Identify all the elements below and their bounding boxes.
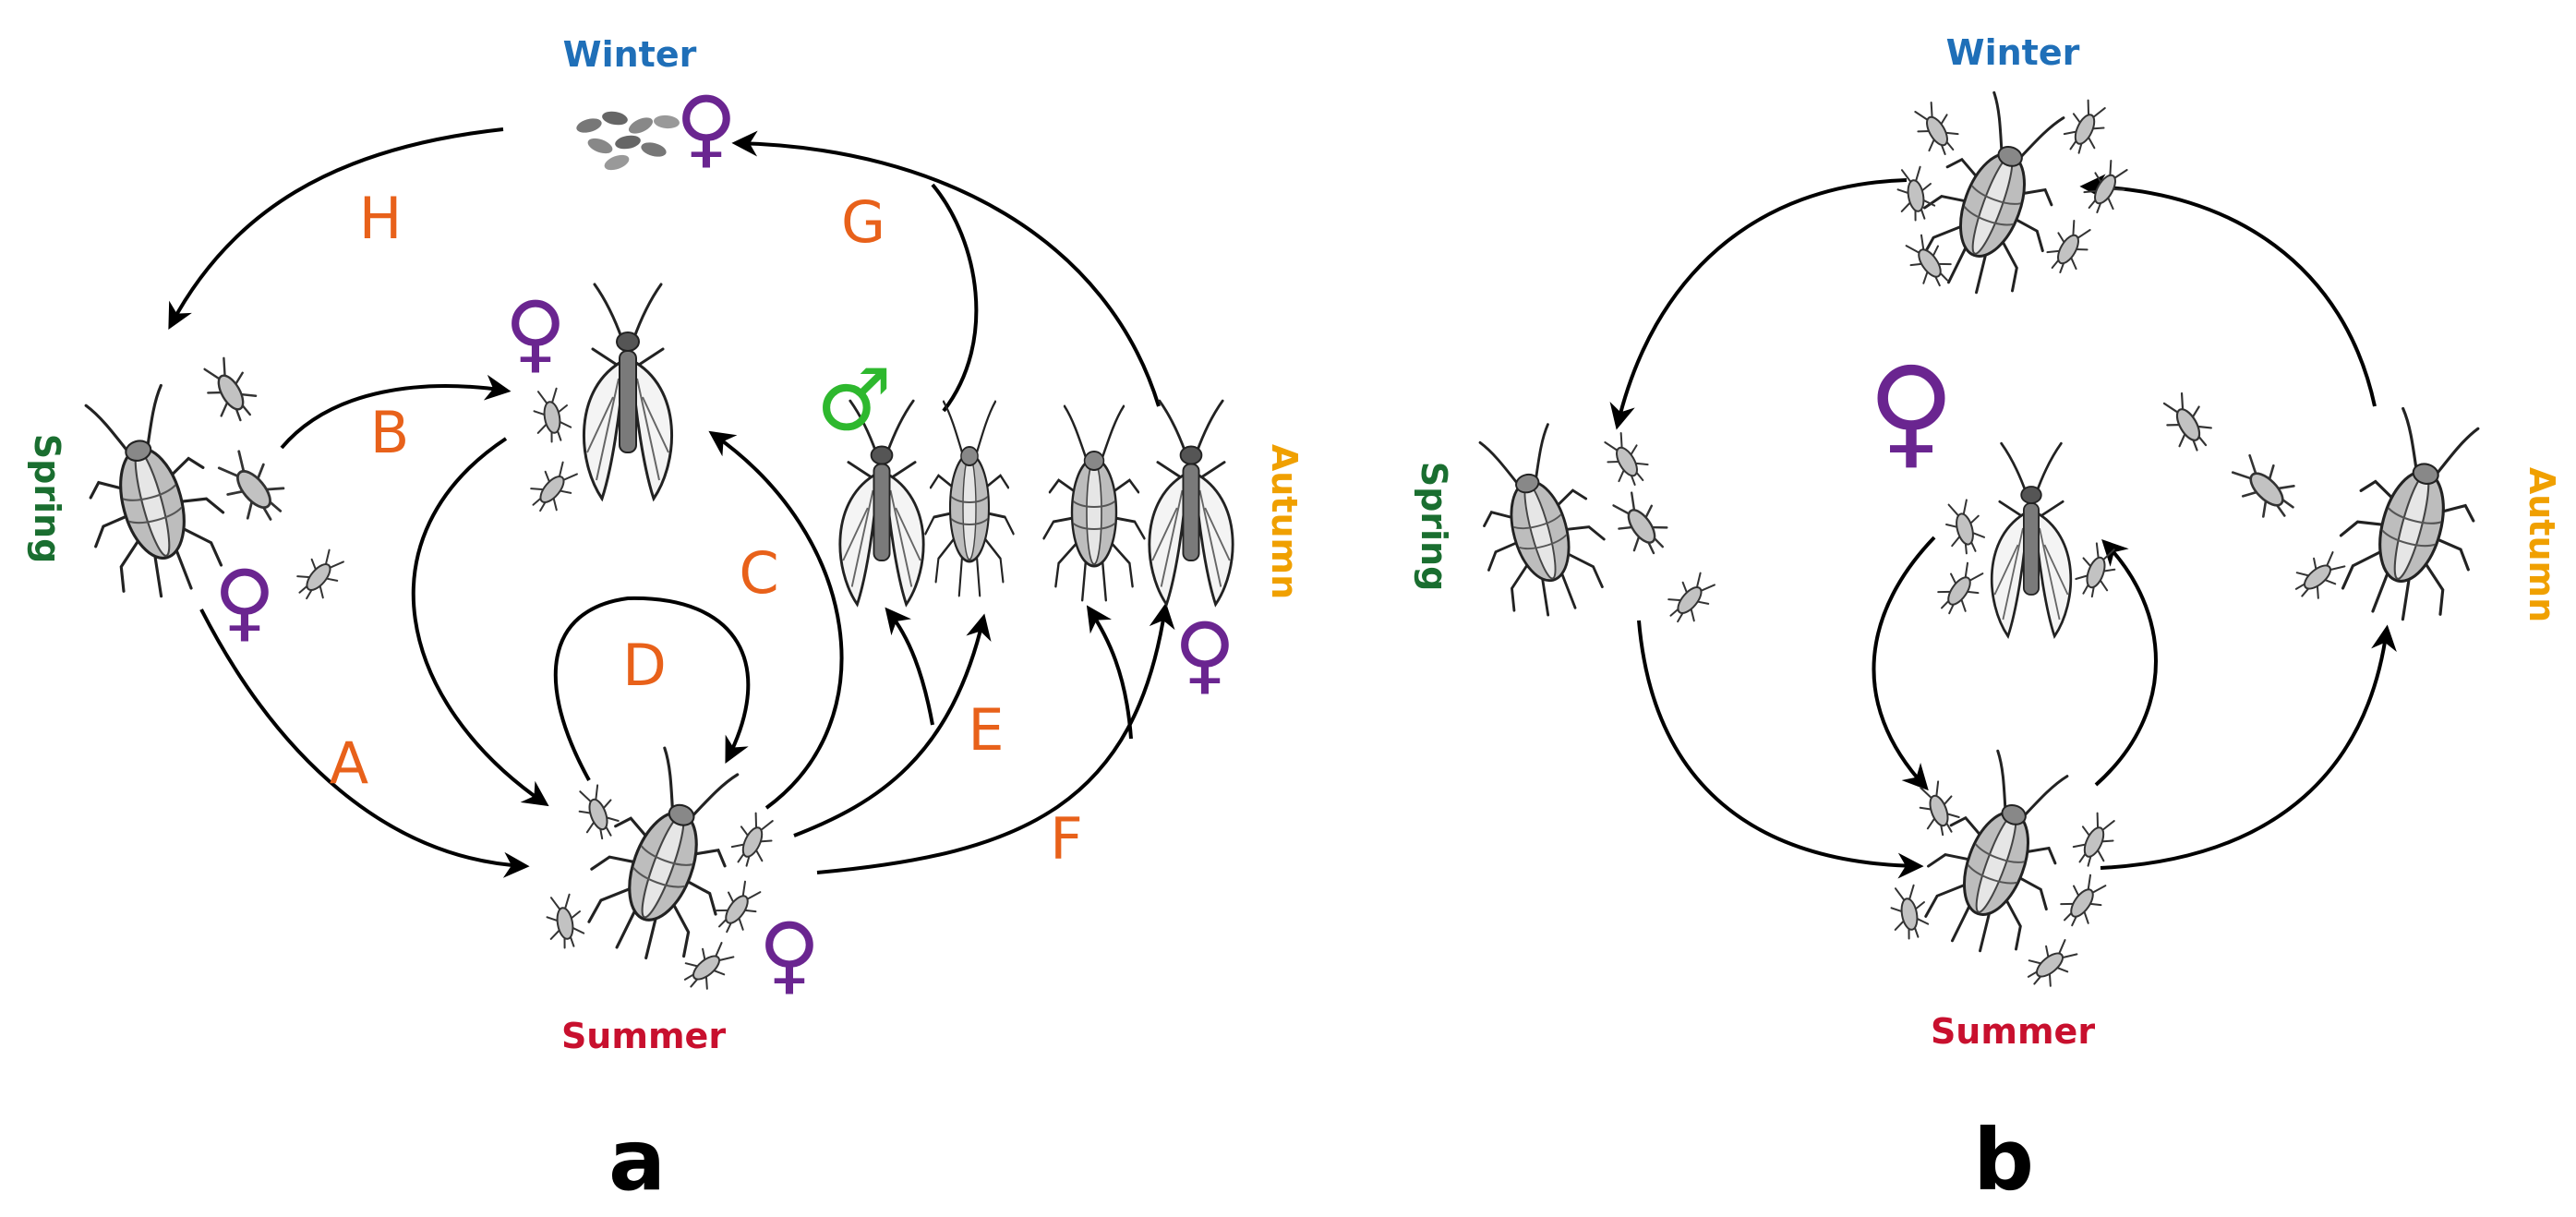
spring-nymph-b1 (1597, 428, 1655, 492)
panel-a-sex-symbols: ♀ ♀ ♀ ♀ ♀ ♂ (213, 78, 1235, 1004)
season-summer-a: Summer (561, 1016, 726, 1056)
summer-nymph-2 (726, 809, 780, 873)
spring-nymph-b2 (1605, 486, 1676, 563)
path-letter-d: D (622, 632, 667, 699)
season-winter-a: Winter (563, 34, 697, 75)
arrow-inner-down-b (1872, 536, 1936, 791)
arrow-e-branch (885, 607, 934, 726)
autumn-gynopara-aphid (1148, 399, 1234, 606)
overwintering-eggs (574, 109, 680, 174)
spring-aphid-b (1454, 416, 1621, 629)
arrow-a (199, 608, 530, 878)
panel-b-seasons: Winter Spring Summer Autumn (1414, 32, 2562, 1052)
panel-b-insects (1454, 82, 2506, 994)
autumn-male-aphid (923, 400, 1016, 597)
season-spring-b: Spring (1414, 462, 1454, 592)
season-summer-b: Summer (1931, 1011, 2095, 1052)
mid-nymph-b1 (2156, 388, 2219, 458)
winged-nymph-2 (523, 456, 584, 520)
spring-nymph-2 (210, 443, 295, 532)
panel-label-b: b (1973, 1111, 2034, 1210)
summer-aphid (568, 737, 764, 977)
summer-nymph-b1 (1912, 777, 1964, 840)
arrow-winter-spring-b (1609, 178, 1908, 430)
arrow-d (553, 596, 751, 781)
panel-label-a: a (608, 1111, 666, 1210)
winter-nymph-b6 (2040, 216, 2098, 280)
path-letter-f: F (1050, 805, 1083, 873)
female-symbol-b: ♀ (1867, 341, 1955, 481)
panel-a-arrows (168, 127, 1175, 878)
arrow-b (280, 374, 512, 450)
path-letter-c: C (739, 539, 778, 607)
female-symbol-spring-a: ♀ (213, 552, 275, 651)
season-winter-b: Winter (1946, 32, 2080, 73)
path-letter-g: G (841, 188, 885, 256)
arrow-f-branch (1086, 605, 1133, 740)
summer-nymph-b5 (2019, 933, 2083, 994)
center-nymph-b3 (2071, 539, 2123, 602)
summer-nymph-b2 (2067, 809, 2122, 873)
winter-nymph-b3 (1894, 164, 1938, 223)
panel-a: Winter Spring Summer Autumn H B A D C E … (27, 34, 1305, 1210)
winter-nymph-b1 (1908, 98, 1965, 162)
arrow-c (708, 430, 844, 810)
winged-nymph-1 (530, 386, 574, 445)
female-symbol-spring-winged-a: ♀ (504, 283, 566, 382)
summer-aphid-b (1906, 741, 2093, 970)
center-winged-aphid-b (1990, 441, 2073, 638)
mid-nymph-b3 (2287, 545, 2351, 607)
arrow-f-main (816, 602, 1175, 874)
arrow-g-branch (931, 183, 979, 413)
female-symbol-winter-a: ♀ (675, 78, 737, 177)
mid-nymph-b2 (2224, 447, 2305, 528)
summer-nymph-4 (543, 892, 587, 951)
autumn-aphid-b (2322, 400, 2506, 634)
arrow-g-main (731, 130, 1161, 407)
arrow-spring-summer-b (1637, 620, 1924, 879)
path-letter-b: B (370, 399, 410, 466)
panel-a-path-letters: H B A D C E F G (330, 185, 1083, 873)
spring-winged-aphid (582, 283, 674, 500)
female-symbol-summer-a: ♀ (758, 905, 820, 1004)
spring-nymph-3 (289, 544, 351, 608)
season-autumn-b: Autumn (2522, 467, 2562, 622)
arrow-inner-up-b (2094, 538, 2158, 787)
season-autumn-a: Autumn (1264, 444, 1305, 599)
panel-a-seasons: Winter Spring Summer Autumn (27, 34, 1305, 1056)
arrow-h (168, 127, 504, 330)
path-letter-a: A (330, 729, 368, 797)
path-letter-h: H (359, 185, 403, 252)
season-spring-a: Spring (27, 434, 67, 564)
panel-b: Winter Spring Summer Autumn ♀ b (1414, 32, 2562, 1210)
summer-nymph-1 (572, 781, 623, 844)
center-nymph-b1 (1940, 497, 1989, 558)
arrow-e-main (793, 613, 992, 837)
male-symbol-autumn-a: ♂ (816, 351, 892, 450)
arrow-summer-autumn-b (2100, 624, 2397, 870)
panel-b-arrows (1609, 174, 2397, 879)
summer-nymph-b3 (2053, 870, 2113, 934)
winter-nymph-b2 (2058, 96, 2113, 160)
arrow-autumn-winter-b (2079, 174, 2377, 407)
autumn-female-aphid (1042, 404, 1146, 602)
spring-nymph-b3 (1660, 567, 1722, 631)
arrow-spring-summer-b (411, 437, 549, 807)
path-letter-e: E (968, 696, 1004, 764)
spring-nymph-1 (196, 352, 264, 429)
summer-nymph-b4 (1887, 883, 1932, 942)
female-symbol-autumn-a: ♀ (1174, 605, 1235, 704)
center-nymph-b2 (1931, 558, 1990, 621)
